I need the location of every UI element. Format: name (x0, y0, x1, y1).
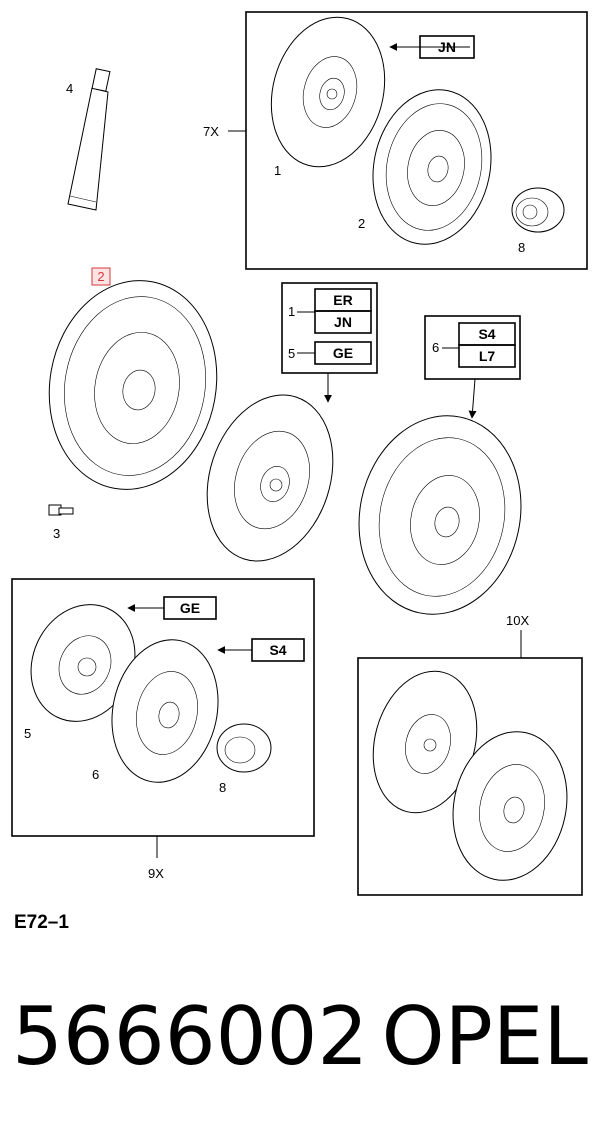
kit-7x-pressure-plate (372, 89, 492, 245)
bolt-label: 3 (53, 526, 60, 541)
kit-9x-group: 9X GE 5 S4 6 8 (11, 578, 315, 881)
kit-9x-label: 9X (148, 866, 164, 881)
kit-9x-part-8: 8 (219, 780, 226, 795)
disc-code-er: ER (333, 292, 352, 308)
alternate-pressure-plate (358, 415, 522, 615)
kit-9x-part-6: 6 (92, 767, 99, 782)
disc-code-ge: GE (333, 345, 353, 361)
tube-label: 4 (66, 81, 73, 96)
kit-10x-label: 10X (506, 613, 529, 628)
plate-callout-group: 6 S4 L7 (424, 315, 521, 419)
kit-7x-release-bearing (511, 187, 565, 233)
kit-7x-clutch-disc (270, 16, 386, 168)
kit-10x-pressure-plate (452, 731, 568, 881)
disc-callout-group: 1 ER JN 5 GE (281, 282, 378, 403)
disc-code-jn: JN (334, 314, 352, 330)
grease-tube: 4 (66, 68, 111, 211)
kit-7x-part-1: 1 (274, 163, 281, 178)
brand-name: OPEL (382, 990, 589, 1083)
kit-7x-frame (245, 11, 588, 270)
part-number: 5666002 (12, 990, 368, 1083)
kit-7x-part-2: 2 (358, 216, 365, 231)
kit-7x-code: JN (438, 39, 456, 55)
figure-reference: E72–1 (14, 912, 69, 933)
kit-9x-part-5: 5 (24, 726, 31, 741)
disc-row-1-number: 1 (288, 304, 295, 319)
plate-group-number: 6 (432, 340, 439, 355)
bolt: 3 (48, 504, 74, 541)
kit-7x-label: 7X (203, 124, 219, 139)
plate-code-l7: L7 (479, 348, 496, 364)
kit-9x-disc-code: GE (180, 600, 200, 616)
kit-10x-group: 10X (357, 613, 583, 896)
main-pressure-plate (48, 280, 218, 490)
kit-7x-part-8: 8 (518, 240, 525, 255)
highlighted-callout: 2 (97, 269, 104, 284)
main-clutch-disc (206, 394, 334, 562)
disc-row-2-number: 5 (288, 346, 295, 361)
kit-7x-group: 7X JN 1 2 8 (203, 11, 588, 270)
plate-code-s4: S4 (478, 326, 495, 342)
kit-9x-plate-code: S4 (269, 642, 286, 658)
kit-9x-pressure-plate (111, 639, 219, 783)
